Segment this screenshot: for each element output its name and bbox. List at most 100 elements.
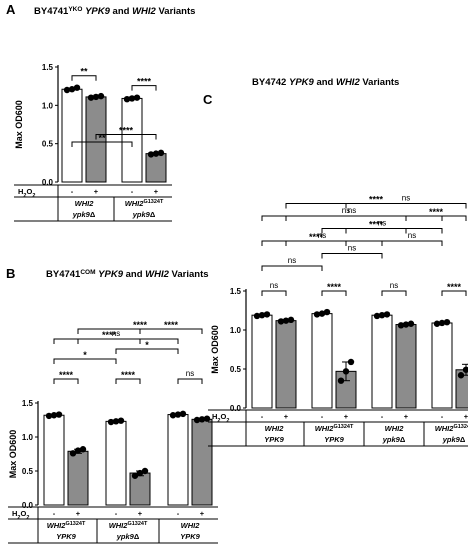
data-point (45, 412, 53, 420)
significance-bracket (321, 228, 443, 234)
significance-bracket (177, 378, 203, 384)
data-point (193, 416, 201, 424)
deletion-symbol: Δ (134, 532, 140, 541)
significance-bracket (261, 265, 323, 271)
bar (43, 414, 65, 506)
bar (191, 418, 213, 506)
bar (61, 88, 83, 183)
h2o2-sub: 2 (32, 193, 35, 199)
title-part: and (110, 6, 132, 17)
h2o2-sub: 2 (26, 515, 29, 521)
h2o2-value: - (53, 509, 56, 518)
group-label-gene: WHI2 (181, 521, 201, 530)
h2o2-value: + (464, 412, 468, 421)
significance-label: ns (402, 194, 410, 203)
data-point (443, 319, 451, 326)
data-point (92, 93, 100, 101)
h2o2-value: + (138, 509, 143, 518)
h2o2-sub: 2 (17, 515, 20, 521)
significance-label: **** (137, 77, 152, 87)
significance-label: ns (288, 256, 296, 265)
gene-name: WHI2 (75, 199, 95, 208)
significance-label: **** (327, 282, 342, 292)
h2o2-label: H2O2 (212, 412, 229, 424)
h2o2-h: H (212, 412, 217, 421)
data-point (174, 411, 182, 418)
h2o2-value: - (115, 509, 118, 518)
data-point (407, 320, 415, 327)
title-part: YKO (68, 6, 82, 13)
data-point (169, 412, 177, 419)
data-point (378, 311, 386, 319)
significance-bracket (321, 290, 347, 296)
significance-bracket (115, 348, 179, 354)
h2o2-value: - (261, 412, 264, 421)
panel-letter-c: C (203, 92, 213, 107)
h2o2-value: + (94, 187, 99, 196)
h2o2-value: - (71, 187, 74, 196)
allele-sup: G1324T (65, 521, 86, 527)
y-tick-label: 1.5 (22, 399, 34, 408)
y-tick-label: 0.0 (22, 501, 34, 510)
significance-bracket (115, 378, 141, 384)
data-point (313, 311, 321, 318)
group-label-gene: WHI2G1324T (47, 521, 86, 530)
data-point (136, 469, 144, 477)
significance-bracket (261, 215, 443, 221)
y-tick-label: 1.0 (42, 101, 54, 110)
significance-label: **** (121, 370, 136, 380)
group-label-background: YPK9 (56, 532, 76, 541)
title-part: WHI2 (145, 269, 169, 280)
title-part: and (314, 77, 336, 88)
h2o2-value: - (321, 412, 324, 421)
group-label-gene: WHI2 (265, 424, 285, 433)
significance-bracket (441, 290, 467, 296)
h2o2-sub: 2 (226, 418, 229, 424)
allele-sup: G1324T (127, 521, 148, 527)
h2o2-h: H (12, 509, 17, 518)
significance-bracket (95, 134, 157, 140)
data-point (282, 317, 290, 324)
data-point (342, 368, 350, 375)
bar (431, 322, 453, 409)
y-tick-label: 1.0 (230, 326, 242, 335)
panel-letter-b: B (6, 266, 15, 281)
h2o2-o: O (20, 509, 26, 518)
data-point (128, 95, 136, 102)
group-label-gene: WHI2 (75, 199, 95, 208)
group-label-gene: WHI2G1324T (315, 424, 354, 433)
gene-name: WHI2 (181, 521, 201, 530)
significance-label: **** (59, 370, 74, 380)
data-point (63, 86, 71, 94)
h2o2-value: + (344, 412, 349, 421)
data-point (203, 415, 211, 422)
allele-sup: G1324T (333, 424, 354, 430)
deletion-symbol: Δ (90, 210, 96, 219)
significance-bracket (53, 358, 117, 364)
data-point (397, 322, 405, 329)
data-point (457, 372, 465, 379)
significance-bracket (381, 290, 407, 296)
y-tick-label: 0.5 (42, 140, 54, 149)
gene-name: ypk9 (116, 532, 135, 541)
significance-label: ** (80, 67, 88, 77)
gene-name: YPK9 (180, 532, 200, 541)
data-point (133, 94, 141, 101)
bar (145, 153, 167, 183)
significance-bracket (71, 141, 133, 147)
significance-label: **** (429, 207, 444, 217)
panel-letter-a: A (6, 2, 16, 17)
data-point (253, 312, 261, 320)
data-point (87, 94, 95, 101)
y-axis-label: Max OD600 (210, 325, 220, 374)
title-part: YPK9 (289, 77, 315, 88)
bar (251, 314, 273, 409)
bar (275, 320, 297, 409)
title-part: BY4741 (46, 269, 81, 280)
significance-label: **** (119, 126, 134, 136)
y-axis-label: Max OD600 (8, 430, 18, 479)
data-point (179, 410, 187, 418)
